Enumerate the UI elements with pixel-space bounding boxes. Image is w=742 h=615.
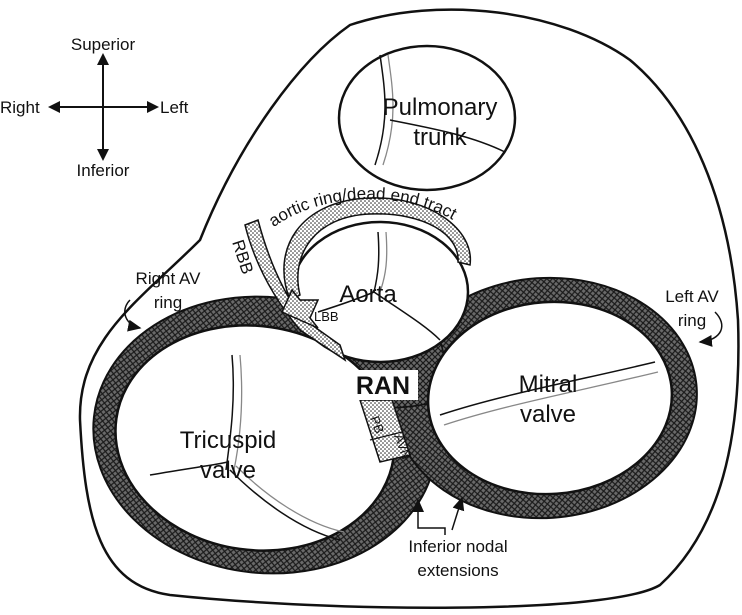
label-tricuspid-line2: valve (200, 457, 256, 484)
lbb-arrow (281, 288, 320, 329)
arrow-right-icon (147, 101, 159, 113)
ran-box (348, 370, 418, 400)
label-pulmonary-line2: trunk (413, 124, 467, 151)
label-pulmonary-line1: Pulmonary (383, 94, 498, 121)
orientation-compass: Superior Inferior Right Left (0, 35, 189, 180)
label-superior: Superior (71, 35, 136, 54)
mitral-valve (426, 300, 674, 496)
label-right: Right (0, 98, 40, 117)
right-av-ring-pointer (124, 299, 142, 332)
inferior-nodal-pointer-left (412, 498, 446, 535)
label-aorta: Aorta (339, 281, 397, 308)
label-pb: PB (367, 414, 387, 435)
label-right-av-line2: ring (154, 293, 182, 312)
arrow-left-icon (48, 101, 60, 113)
label-left-av-line1: Left AV (665, 287, 719, 306)
arrow-down-icon (97, 149, 109, 161)
label-inferior-nodal-line1: Inferior nodal (408, 537, 507, 556)
label-mitral-line1: Mitral (519, 371, 578, 398)
label-lbb: LBB (314, 309, 339, 324)
label-mitral-line2: valve (520, 401, 576, 428)
label-inferior: Inferior (77, 161, 130, 180)
heart-outline (78, 8, 740, 609)
aortic-ring-tract (283, 197, 472, 302)
label-inferior-nodal-line2: extensions (417, 561, 498, 580)
label-left: Left (160, 98, 189, 117)
label-left-av-line2: ring (678, 311, 706, 330)
left-av-ring-pointer (698, 311, 723, 347)
label-ran: RAN (356, 372, 410, 400)
bundle-branch-tract (244, 218, 347, 362)
arrow-up-icon (97, 53, 109, 65)
label-tricuspid-line1: Tricuspid (180, 427, 276, 454)
pulmonary-trunk (337, 44, 517, 192)
inferior-nodal-pointer-right (451, 496, 465, 531)
label-right-av-line1: Right AV (136, 269, 202, 288)
